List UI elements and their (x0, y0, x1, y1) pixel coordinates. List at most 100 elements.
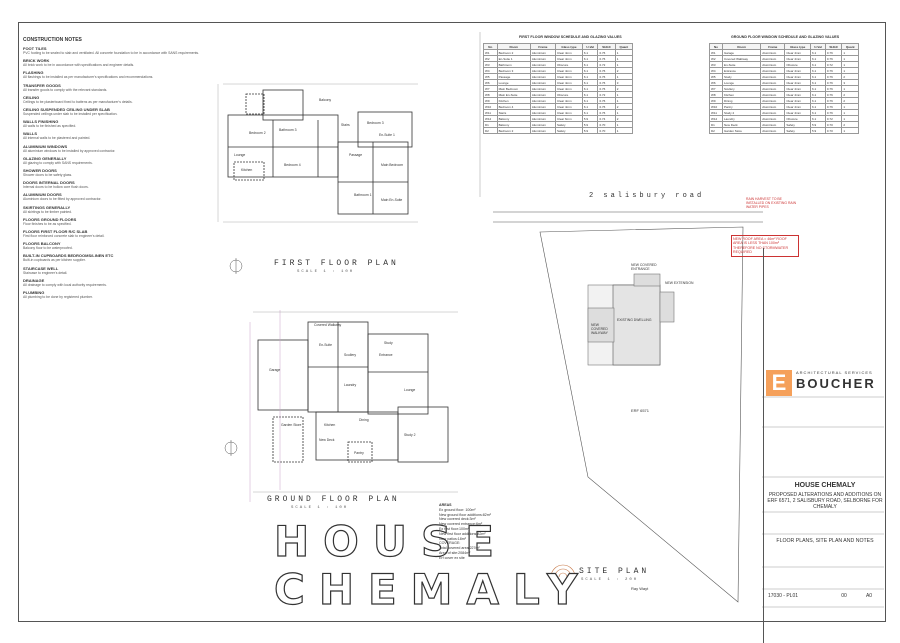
note-text: Staircase to engineer's detail. (23, 270, 68, 275)
ground-floor-scale: SCALE 1 : 100 (291, 506, 349, 510)
site-plan-scale: SCALE 1 : 200 (581, 578, 639, 582)
room-label: Covered Walkway (314, 323, 342, 327)
room-label: Main Bedroom (381, 163, 404, 167)
room-label: Bathroom 3 (279, 128, 297, 132)
area-line: New covered deck:3m² (439, 517, 476, 522)
table-cell: 0.70 (824, 127, 843, 134)
table-cell: Garden Store (721, 127, 762, 134)
project-description: PROPOSED ALTERATIONS AND ADDITIONS ON ER… (767, 492, 883, 510)
note-heading: FLOORS BALCONY (23, 241, 61, 247)
room-label: Bedroom 4 (284, 163, 301, 167)
note-heading: GLAZING GENERALLY (23, 155, 67, 161)
room-label: Bedroom 2 (249, 131, 266, 135)
room-label: Kitchen (241, 168, 253, 172)
area-line: Area of site:2084m² (439, 550, 471, 555)
site-label-extension: NEW EXTENSION (665, 281, 694, 285)
note-heading: PLUMBING (23, 290, 45, 296)
area-line: New first floor additions:82m² (439, 531, 486, 536)
title-block: E ARCHITECTURAL SERVICES BOUCHER HOUSE C… (763, 248, 886, 643)
room-label: Passage (349, 153, 363, 157)
firm-top-label: ARCHITECTURAL SERVICES (796, 370, 873, 375)
room-label: Bedroom 3 (367, 121, 384, 125)
note-heading: DRAINAGE (23, 277, 45, 283)
note-text: All aluminium windows to be installed by… (23, 148, 116, 153)
ground-floor-title: GROUND FLOOR PLAN (267, 495, 400, 504)
note-heading: ALUMINIUM WINDOWS (23, 143, 68, 149)
north-arrow-ff (229, 258, 243, 274)
room-label: Bathroom 1 (354, 193, 372, 197)
area-line: New ground floor additions:82m² (439, 512, 491, 517)
note-text: All transfer goods to comply with the re… (23, 87, 108, 92)
note-heading: TRANSFER GOODS (23, 82, 61, 88)
drawing-title: FLOOR PLANS, SITE PLAN AND NOTES (776, 538, 874, 544)
note-text: All internal walls to be plastered and p… (23, 136, 91, 141)
ground-floor-boundary (249, 310, 281, 502)
first-floor-plan-drawing (227, 89, 413, 215)
note-text: All walls to be finished as specified. (23, 124, 77, 129)
site-plan-title: SITE PLAN (579, 567, 650, 576)
note-text: All skirtings to be timber painted. (23, 209, 72, 214)
note-text: First floor reinforced concrete slab to … (23, 234, 105, 239)
note-heading: FOOT TILES (23, 46, 47, 51)
table-cell: Aluminium (760, 127, 786, 134)
house-name-line-2: CHEMALY (273, 564, 592, 614)
room-label: Garage (269, 368, 281, 372)
note-text: PVC footing to be sealed to slab and ven… (23, 51, 200, 55)
note-text: Balcony floor to be waterproofed. (23, 246, 73, 251)
table-cell: Safety (784, 127, 812, 134)
north-arrow-gf (224, 440, 238, 456)
note-heading: DOORS INTERNAL DOORS (23, 180, 75, 186)
area-line: New covered entrance:6m² (439, 522, 483, 527)
title-block-grid (762, 396, 884, 608)
site-road-name: 2 salisbury road (589, 192, 705, 200)
area-line: Erf cover ex site (439, 555, 465, 560)
first-floor-title: FIRST FLOOR PLAN (274, 259, 399, 268)
table-cell: 1 (841, 127, 859, 134)
note-text: All drainage to comply with local author… (23, 282, 107, 287)
stormwater-note: NEW ROOF AREA = 46m² ROOF AREA IS LESS T… (731, 235, 799, 257)
room-label: Laundry (344, 383, 357, 387)
firm-logo: E ARCHITECTURAL SERVICES BOUCHER (766, 370, 884, 396)
note-heading: WALLS (23, 131, 37, 137)
house-name-line-1: HOUSE (273, 516, 508, 566)
table-cell: 1 (614, 127, 634, 134)
note-text: Shower doors to be safety glass. (23, 173, 73, 178)
table-cell: 5.9 (581, 127, 599, 134)
sheet-size: A0 (865, 593, 873, 599)
room-label: Study (384, 341, 393, 345)
note-text: All glazing to comply with SANS requirem… (23, 160, 93, 165)
room-label: Scullery (344, 353, 357, 357)
table-cell: Aluminium (529, 127, 557, 134)
note-text: All plumbing to be done by registered pl… (23, 295, 93, 300)
area-line: Ex first floor:100m² (439, 526, 470, 531)
site-label-entrance: NEW COVERED ENTRANCE (631, 263, 657, 271)
room-label: Dining (359, 418, 369, 422)
note-text: Aluminium doors to be fitted by approved… (23, 197, 102, 202)
note-heading: WALLS FINISHING (23, 119, 59, 125)
table-cell: Bedroom 2 (496, 127, 531, 134)
site-label-dwelling: EXISTING DWELLING (617, 318, 652, 322)
areas-heading: AREAS (439, 503, 452, 507)
notes-title: CONSTRUCTION NOTES (23, 37, 82, 43)
first-schedule-title: FIRST FLOOR WINDOW SCHEDULE AND GLAZING … (519, 35, 622, 39)
ground-schedule-title: GROUND FLOOR WINDOW SCHEDULE AND GLAZING… (731, 35, 840, 39)
note-heading: BRICK WORK (23, 58, 50, 64)
note-heading: ALUMINIUM DOORS (23, 192, 62, 198)
room-label: Kitchen (324, 423, 336, 427)
client-name: HOUSE CHEMALY (794, 482, 856, 489)
table-cell: 0.70 (597, 127, 616, 134)
room-label: Main En-Suite (381, 198, 403, 202)
table-cell: Safety (555, 127, 583, 134)
table-cell: 5.9 (810, 127, 826, 134)
note-text: All flashings to be installed as per man… (23, 75, 154, 80)
